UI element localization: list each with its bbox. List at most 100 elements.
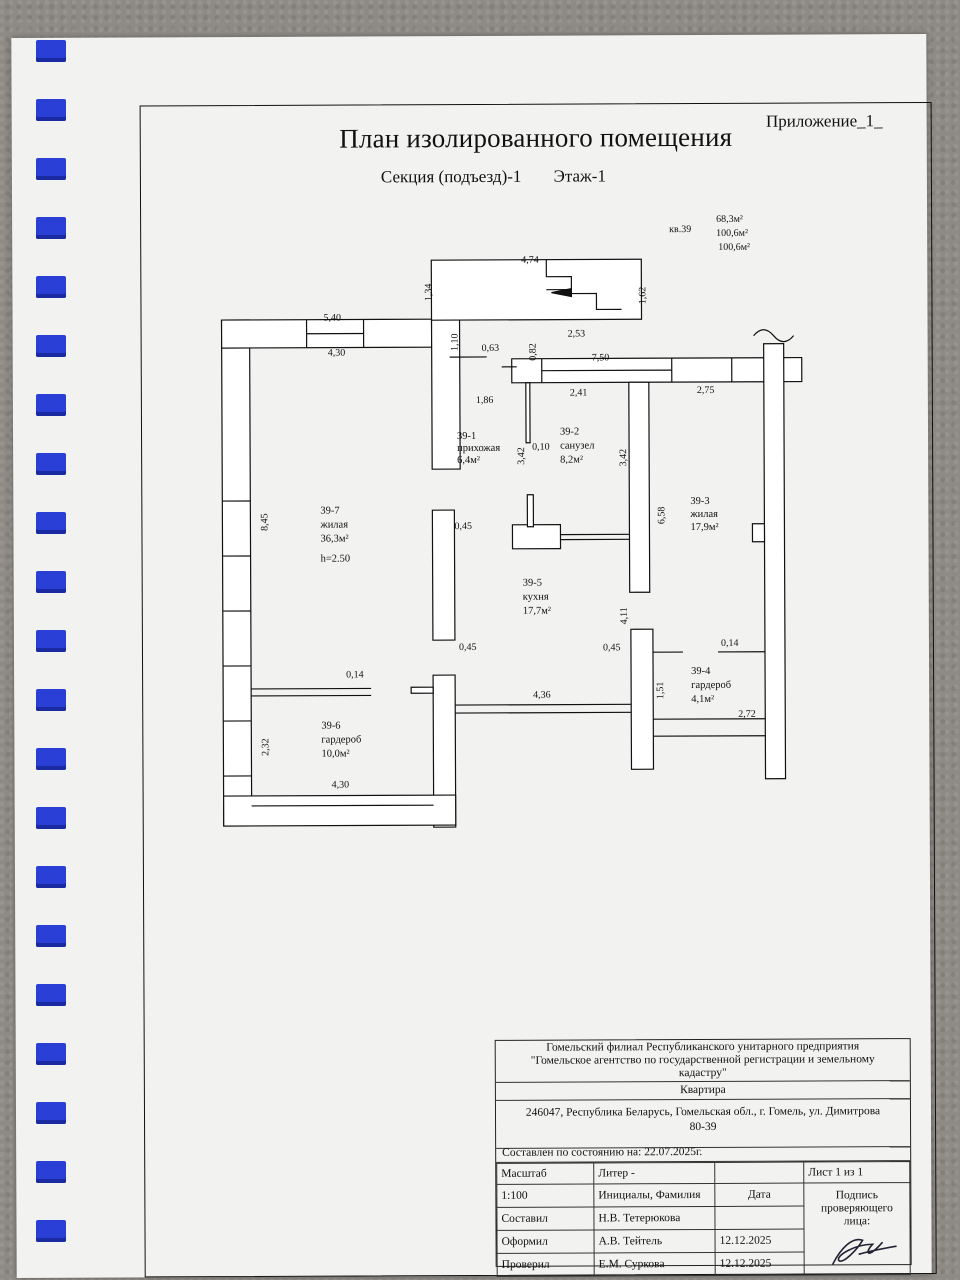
wall-wardrobe4-left [630, 628, 655, 770]
dim-232: 2,32 [260, 738, 271, 756]
dim-010: 0,10 [532, 442, 550, 453]
spiral-binding [26, 40, 76, 1270]
dim-272: 2,72 [738, 709, 756, 720]
stair-box [430, 258, 643, 321]
drawing-frame: Приложение_1_ План изолированного помеще… [139, 101, 937, 1278]
svg-text:прихожая: прихожая [457, 443, 500, 454]
binding-ring [36, 748, 66, 770]
wall-center-column [431, 509, 456, 641]
binding-ring [36, 984, 66, 1006]
title-block: Гомельский филиал Республиканского унита… [494, 1038, 912, 1277]
binding-ring [36, 512, 66, 534]
binding-ring [36, 1161, 66, 1183]
binding-ring [36, 99, 66, 121]
organization-name: Гомельский филиал Республиканского унита… [495, 1039, 910, 1083]
signature-cell: Подпись проверяющего лица: [803, 1182, 911, 1276]
dim-430b: 4,30 [332, 780, 350, 791]
signature-table: Масштаб Литер - Лист 1 из 1 1:100 Инициа… [496, 1161, 911, 1277]
row-role-1: Оформил [497, 1229, 595, 1254]
dim-658: 6,58 [656, 507, 667, 525]
binding-ring [36, 453, 66, 475]
svg-text:жилая: жилая [319, 520, 348, 531]
row-date-1: 12.12.2025 [715, 1229, 805, 1253]
wall-lower-middle [432, 674, 457, 828]
wall-kitchen-right [628, 381, 651, 593]
signature-mark [831, 1238, 897, 1265]
svg-text:39-3: 39-3 [690, 496, 709, 507]
scale-label: Масштаб [496, 1162, 594, 1185]
wall-left [220, 319, 253, 827]
wall-bath-left [525, 382, 531, 444]
binding-ring [36, 217, 66, 239]
svg-text:4,1м²: 4,1м² [691, 694, 714, 705]
dim-436: 4,36 [533, 690, 551, 701]
binding-ring [36, 1043, 66, 1065]
dim-045a: 0,45 [454, 521, 472, 532]
svg-text:39-1: 39-1 [457, 431, 476, 442]
dim-275: 2,75 [697, 385, 715, 396]
wall-bottom-left [223, 794, 457, 827]
binding-ring [36, 335, 66, 357]
row-name-1: А.В. Тейтель [594, 1229, 716, 1253]
dim-474: 4,74 [521, 255, 539, 266]
room-39-2: 39-2 санузел 8,2м² [560, 427, 594, 466]
room-39-1: 39-1 прихожая 6,4м² [457, 431, 500, 466]
apartment-area-living: 68,3м² [716, 214, 743, 225]
svg-text:39-5: 39-5 [523, 578, 542, 589]
room-39-6: 39-6 гардероб 10,0м² [321, 721, 361, 760]
binding-ring [36, 571, 66, 593]
row-name-0: Н.В. Тетерюкова [593, 1206, 716, 1230]
binding-ring [36, 925, 66, 947]
dim-082: 0,82 [528, 343, 539, 361]
dim-411: 4,11 [619, 607, 630, 624]
svg-text:гардероб: гардероб [691, 680, 731, 691]
row-role-2: Проверил [497, 1252, 595, 1277]
binding-ring [36, 1102, 66, 1124]
dim-342a: 3,42 [516, 447, 527, 465]
binding-ring [36, 394, 66, 416]
room-39-3: 39-3 жилая 17,9м² [689, 496, 718, 533]
paper-sheet: Приложение_1_ План изолированного помеще… [11, 34, 937, 1278]
compiled-date: Составлен по состоянию на: 22.07.2025г. [496, 1142, 911, 1163]
dim-045b: 0,45 [459, 642, 477, 653]
svg-text:39-4: 39-4 [691, 666, 711, 677]
binding-ring [36, 276, 66, 298]
svg-text:h=2.50: h=2.50 [321, 554, 351, 565]
names-header: Инициалы, Фамилия [593, 1183, 715, 1207]
svg-text:гардероб: гардероб [321, 734, 361, 745]
date-header: Дата [714, 1183, 804, 1207]
room-39-4: 39-4 гардероб 4,1м² [691, 666, 731, 705]
binding-ring [36, 807, 66, 829]
svg-text:10,0м²: 10,0м² [321, 749, 349, 760]
svg-text:6,4м²: 6,4м² [457, 455, 480, 466]
binding-ring [36, 866, 66, 888]
binding-ring [36, 158, 66, 180]
apartment-label: кв.39 [669, 224, 691, 235]
dim-186: 1,86 [476, 395, 494, 406]
dim-151: 1,51 [655, 682, 666, 700]
dim-134: 1,34 [423, 284, 434, 302]
wall-right [763, 343, 787, 780]
svg-text:39-2: 39-2 [560, 427, 579, 438]
dim-253: 2,53 [568, 329, 586, 340]
svg-text:кухня: кухня [523, 592, 549, 603]
binding-ring [36, 630, 66, 652]
signature-header: Подпись проверяющего лица: [820, 1189, 893, 1228]
floor-plan: кв.39 68,3м² 100,6м² 100,6м² 4,74 1,34 1… [220, 214, 803, 828]
svg-text:жилая: жилая [689, 509, 718, 520]
dim-045c: 0,45 [603, 642, 621, 653]
dim-845: 8,45 [259, 513, 270, 531]
binding-ring [36, 40, 66, 62]
apartment-area-total: 100,6м² [716, 228, 748, 239]
liter-label: Литер - [593, 1162, 715, 1184]
sheet-label: Лист 1 из 1 [803, 1161, 910, 1184]
object-kind: Квартира [495, 1080, 910, 1101]
row-role-0: Составил [496, 1206, 595, 1231]
svg-text:36,3м²: 36,3м² [320, 534, 348, 545]
room-39-5: 39-5 кухня 17,7м² [523, 578, 551, 617]
svg-text:39-7: 39-7 [320, 506, 339, 517]
svg-text:39-6: 39-6 [321, 721, 340, 732]
binding-ring [36, 1220, 66, 1242]
dim-063: 0,63 [482, 343, 500, 354]
dim-162: 1,62 [637, 287, 648, 305]
